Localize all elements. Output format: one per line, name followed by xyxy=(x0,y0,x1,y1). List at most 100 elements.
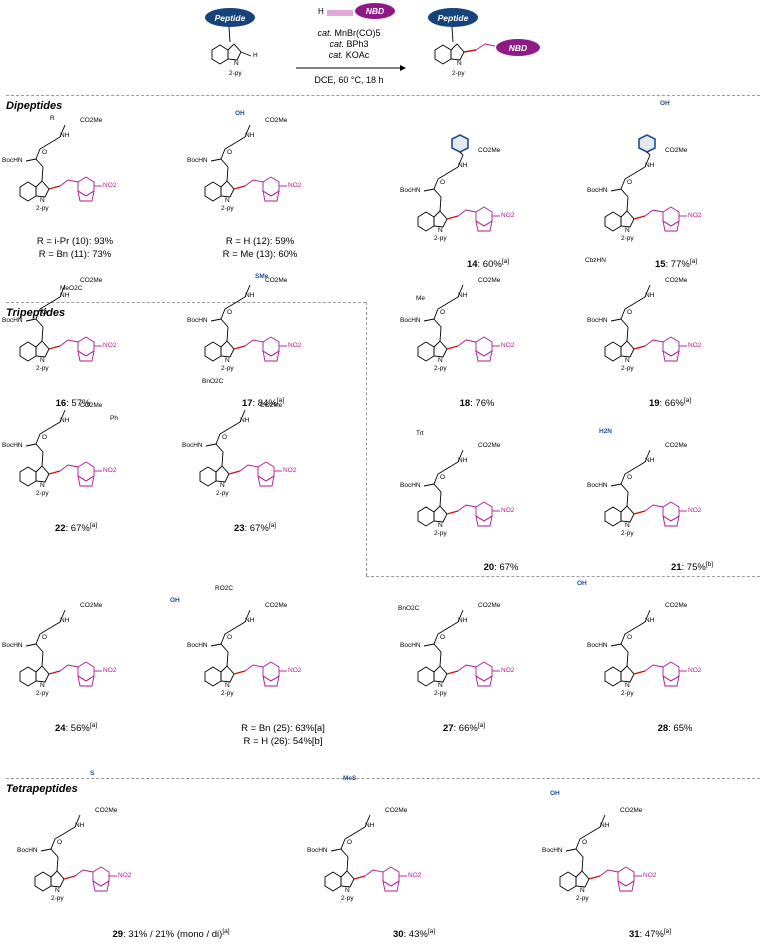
py-label-25-26: 2-py xyxy=(221,690,234,697)
side-chain-label-17: SMe xyxy=(255,273,269,280)
nh-label-16: NH xyxy=(60,292,70,299)
side-chain-label-21: H2N xyxy=(599,428,613,435)
carbonyl-o-label-31: O xyxy=(582,839,588,846)
indole-n-label-31: N xyxy=(580,887,585,894)
py-label-product: 2-py xyxy=(452,70,465,77)
structure-25-26 xyxy=(204,609,287,687)
n-atom-product: N xyxy=(457,60,462,67)
caption-10-11: R = i-Pr (10): 93% R = Bn (11): 73% xyxy=(36,236,114,260)
side-chain-label-12-13: OH xyxy=(235,110,245,117)
indole-n-label-10-11: N xyxy=(40,197,45,204)
side-chain-label-15: OH xyxy=(660,100,670,107)
carbonyl-o-label-10-11: O xyxy=(42,149,48,156)
py-label-22: 2-py xyxy=(36,490,49,497)
side-chain-label-29: S xyxy=(90,770,95,777)
carbonyl-o-label-19: O xyxy=(627,309,633,316)
carbonyl-o-label-30: O xyxy=(347,839,353,846)
py-label-23: 2-py xyxy=(216,490,229,497)
bochn-label-25-26: BocHN xyxy=(187,642,208,649)
bochn-label-30: BocHN xyxy=(307,847,328,854)
indole-n-label-21: N xyxy=(625,522,630,529)
structure-30 xyxy=(324,814,407,892)
divider-tripeptides xyxy=(6,302,366,303)
indole-n-label-24: N xyxy=(40,682,45,689)
nh-label-29: NH xyxy=(75,822,85,829)
co2me-label-25-26: CO2Me xyxy=(265,602,288,609)
caption-24: 24: 56%[a] xyxy=(54,722,98,735)
no2-label-30: NO2 xyxy=(408,872,422,879)
no2-label-15: NO2 xyxy=(688,212,702,219)
indole-n-label-17: N xyxy=(225,357,230,364)
co2me-label-28: CO2Me xyxy=(665,602,688,609)
caption-16: 16: 57% xyxy=(55,398,91,410)
side-chain-label-19: CbzHN xyxy=(585,257,606,264)
structure-22 xyxy=(19,409,102,487)
caption-22: 22: 67%[a] xyxy=(54,522,98,535)
co2me-label-21: CO2Me xyxy=(665,442,688,449)
peptide-pill-start: Peptide xyxy=(205,8,255,27)
carbonyl-o-label-12-13: O xyxy=(227,149,233,156)
structure-23 xyxy=(199,409,282,487)
co2me-label-14: CO2Me xyxy=(478,147,501,154)
alkyne-bond xyxy=(327,10,353,16)
bochn-label-22: BocHN xyxy=(2,442,23,449)
nbd-pill-product: NBD xyxy=(496,39,540,56)
no2-label-31: NO2 xyxy=(643,872,657,879)
caption-21: 21: 75%[b] xyxy=(670,561,714,574)
nh-label-14: NH xyxy=(458,162,468,169)
caption-15: 15: 77%[a] xyxy=(654,258,698,271)
py-label-27: 2-py xyxy=(434,690,447,697)
nh-label-12-13: NH xyxy=(245,132,255,139)
carbonyl-o-label-21: O xyxy=(627,474,633,481)
co2me-label-24: CO2Me xyxy=(80,602,103,609)
structure-31 xyxy=(559,814,642,892)
py-label-24: 2-py xyxy=(36,690,49,697)
bochn-label-15: BocHN xyxy=(587,187,608,194)
nh-label-31: NH xyxy=(600,822,610,829)
carbonyl-o-label-18: O xyxy=(440,309,446,316)
no2-label-29: NO2 xyxy=(118,872,132,879)
n-atom-start: N xyxy=(234,60,239,67)
section-title-dipeptides: Dipeptides xyxy=(6,100,63,112)
nh-label-24: NH xyxy=(60,617,70,624)
section-title-tetrapeptides: Tetrapeptides xyxy=(6,783,78,795)
structure-19 xyxy=(604,284,687,362)
indole-n-label-29: N xyxy=(55,887,60,894)
side-chain-label-20: Trt xyxy=(416,430,424,437)
py-label-30: 2-py xyxy=(341,895,354,902)
indole-n-label-20: N xyxy=(438,522,443,529)
condition-2: cat. BPh3 xyxy=(329,39,369,49)
caption-14: 14: 60%[a] xyxy=(466,258,510,271)
solvent-conditions: DCE, 60 °C, 18 h xyxy=(314,75,384,85)
co2me-label-12-13: CO2Me xyxy=(265,117,288,124)
co2me-label-31: CO2Me xyxy=(620,807,643,814)
py-label-14: 2-py xyxy=(434,235,447,242)
py-label-18: 2-py xyxy=(434,365,447,372)
no2-label-22: NO2 xyxy=(103,467,117,474)
bochn-label-28: BocHN xyxy=(587,642,608,649)
side-chain-label-27: BnO2C xyxy=(398,605,420,612)
bochn-label-23: BocHN xyxy=(182,442,203,449)
co2me-label-15: CO2Me xyxy=(665,147,688,154)
carbonyl-o-label-24: O xyxy=(42,634,48,641)
bochn-label-17: BocHN xyxy=(187,317,208,324)
no2-label-25-26: NO2 xyxy=(288,667,302,674)
reagent-h: H xyxy=(318,7,324,16)
nh-label-18: NH xyxy=(458,292,468,299)
no2-label-16: NO2 xyxy=(103,342,117,349)
structure-20 xyxy=(417,449,500,527)
nh-label-21: NH xyxy=(645,457,655,464)
no2-label-23: NO2 xyxy=(283,467,297,474)
side-chain-label-23: BnO2C xyxy=(202,378,224,385)
co2me-label-22: CO2Me xyxy=(80,402,103,409)
bochn-label-18: BocHN xyxy=(400,317,421,324)
py-label-29: 2-py xyxy=(51,895,64,902)
nbd-pill-reagent: NBD xyxy=(355,3,395,19)
py-label-19: 2-py xyxy=(621,365,634,372)
caption-17: 17: 84%[a] xyxy=(241,397,285,410)
structure-21 xyxy=(604,449,687,527)
co2me-label-20: CO2Me xyxy=(478,442,501,449)
indole-product xyxy=(434,26,496,65)
indole-n-label-15: N xyxy=(625,227,630,234)
structure-16 xyxy=(19,284,102,362)
